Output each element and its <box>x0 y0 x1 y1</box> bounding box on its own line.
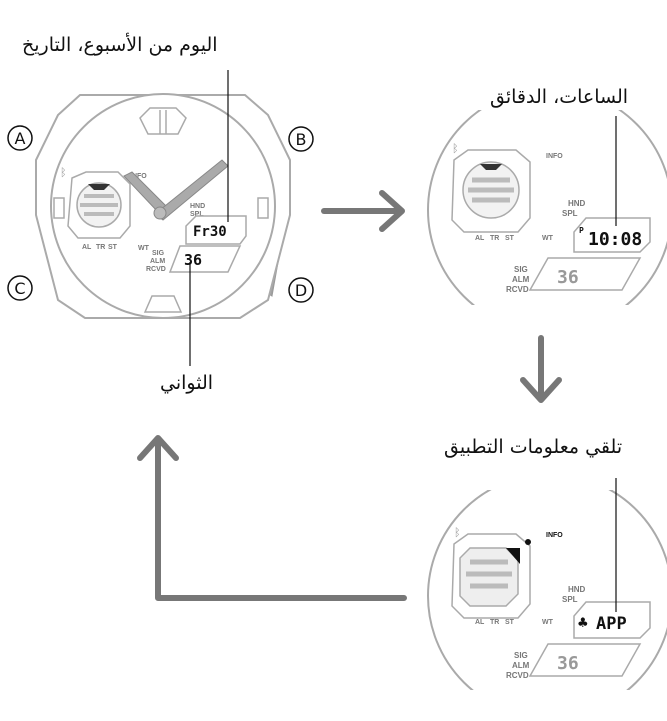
info-mark: INFO <box>130 173 147 180</box>
button-d-label: D <box>295 281 307 300</box>
sig-mark-2: SIG <box>514 265 528 274</box>
lower-display-frame <box>168 245 242 273</box>
wt-mark: WT <box>138 245 150 252</box>
al-mark-3: AL <box>475 619 485 626</box>
sig-mark: SIG <box>152 250 165 257</box>
button-c[interactable]: C <box>7 275 33 301</box>
tr-mark-2: TR <box>490 235 499 242</box>
hnd-mark-2: HND <box>568 199 586 208</box>
alm-mark-2: ALM <box>512 275 530 284</box>
hnd-mark: HND <box>190 203 205 210</box>
button-c-label: C <box>14 279 25 298</box>
wt-mark-2: WT <box>542 235 554 242</box>
pm-mark: P <box>579 226 584 235</box>
watch-partial-time: ᛒ INFO AL TR ST WT HND SPL P 10:08 36 SI… <box>427 110 667 305</box>
st-mark-3: ST <box>505 619 515 626</box>
seconds-display-3: 36 <box>557 653 579 674</box>
seconds-display: 36 <box>184 251 202 269</box>
seconds-display-2: 36 <box>557 267 579 288</box>
button-b-label: B <box>296 130 307 149</box>
hours-minutes-label: الساعات، الدقائق <box>490 86 629 108</box>
bluetooth-icon: ᛒ <box>60 166 67 179</box>
tr-mark: TR <box>96 244 105 251</box>
info-mark-2: INFO <box>546 153 563 160</box>
tr-mark-3: TR <box>490 619 499 626</box>
button-a-label: A <box>15 129 26 148</box>
alm-mark-3: ALM <box>512 661 530 670</box>
upper-display-frame <box>185 215 247 245</box>
wt-mark-3: WT <box>542 619 554 626</box>
rcvd-mark-3: RCVD <box>506 671 529 680</box>
watch-full-face: ᛒ AL TR ST WT INFO HND SPL SIG ALM RCVD … <box>35 93 291 319</box>
button-a[interactable]: A <box>7 125 33 151</box>
st-mark: ST <box>108 244 118 251</box>
spl-mark-2: SPL <box>562 209 578 218</box>
rcvd-mark: RCVD <box>146 266 166 273</box>
day-date-label: اليوم من الأسبوع، التاريخ <box>22 34 218 56</box>
app-icon: ♣ <box>578 613 588 632</box>
spl-mark: SPL <box>190 211 204 218</box>
rcvd-mark-2: RCVD <box>506 285 529 294</box>
sub-dial-frame <box>67 171 131 239</box>
button-b[interactable]: B <box>288 126 314 152</box>
day-date-display: Fr30 <box>193 224 227 240</box>
time-display: 10:08 <box>588 229 642 250</box>
seconds-label: الثواني <box>160 372 214 394</box>
bluetooth-icon-3: ᛒ <box>454 526 461 539</box>
alm-mark: ALM <box>150 258 165 265</box>
al-mark-2: AL <box>475 235 485 242</box>
sig-mark-3: SIG <box>514 651 528 660</box>
spl-mark-3: SPL <box>562 595 578 604</box>
watch-partial-app: ᛒ INFO AL TR ST WT HND SPL ♣ APP 36 SIG … <box>427 490 667 690</box>
al-mark: AL <box>82 244 92 251</box>
info-mark-3: INFO <box>546 532 563 539</box>
arrow-down <box>520 335 562 403</box>
arrow-return <box>137 435 407 601</box>
arrow-right <box>321 190 405 232</box>
bluetooth-icon-2: ᛒ <box>452 142 459 155</box>
st-mark-2: ST <box>505 235 515 242</box>
app-receive-label: تلقي معلومات التطبيق <box>444 436 623 458</box>
hnd-mark-3: HND <box>568 585 586 594</box>
button-d[interactable]: D <box>288 277 314 303</box>
app-display: APP <box>596 614 627 634</box>
